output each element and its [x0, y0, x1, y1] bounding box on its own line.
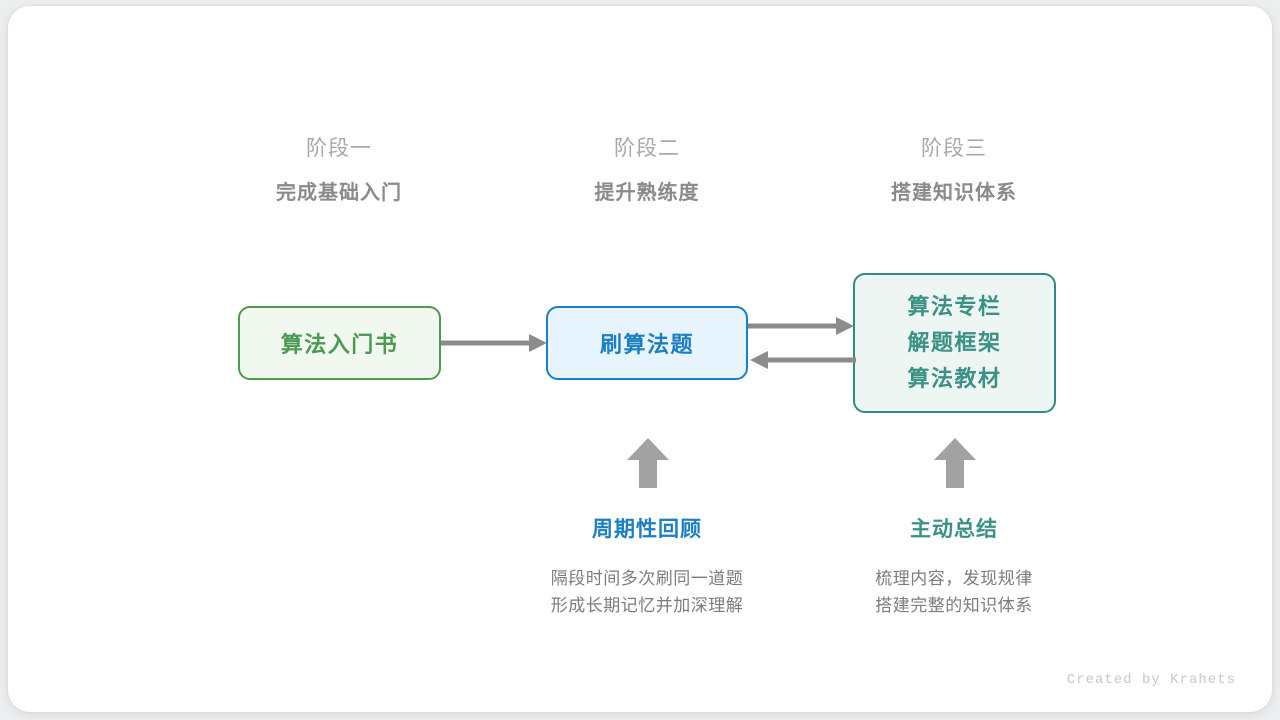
node-resources-line-1: 算法专栏 [907, 294, 1002, 319]
note-review-title: 周期性回顾 [592, 518, 702, 541]
arrow-resources-to-practice-icon [750, 351, 856, 369]
arrow-up-review-icon [627, 438, 669, 488]
stage-title-1: 完成基础入门 [276, 182, 402, 204]
note-active-summary: 主动总结 梳理内容，发现规律 搭建完整的知识体系 [804, 515, 1104, 619]
note-periodic-review: 周期性回顾 隔段时间多次刷同一道题 形成长期记忆并加深理解 [497, 515, 797, 619]
stage-number-1: 阶段一 [306, 137, 372, 160]
stage-title-3: 搭建知识体系 [891, 182, 1017, 204]
note-summary-description: 梳理内容，发现规律 搭建完整的知识体系 [804, 565, 1104, 619]
node-resources-line-2: 解题框架 [907, 330, 1002, 355]
arrow-up-summary-icon [934, 438, 976, 488]
note-review-description: 隔段时间多次刷同一道题 形成长期记忆并加深理解 [497, 565, 797, 619]
arrow-practice-to-resources-icon [748, 317, 854, 335]
node-practice-problems[interactable]: 刷算法题 [546, 306, 748, 380]
stage-header-2: 阶段二 提升熟练度 [517, 134, 777, 209]
credit-text: Created by Krahets [1066, 672, 1236, 688]
note-review-desc-line-2: 形成长期记忆并加深理解 [550, 596, 744, 615]
node-algorithm-intro-book[interactable]: 算法入门书 [238, 306, 441, 380]
stage-number-3: 阶段三 [921, 137, 987, 160]
node-practice-label: 刷算法题 [599, 332, 694, 357]
note-summary-desc-line-1: 梳理内容，发现规律 [875, 569, 1033, 588]
node-resources-line-3: 算法教材 [907, 366, 1002, 391]
diagram-card: 阶段一 完成基础入门 阶段二 提升熟练度 阶段三 搭建知识体系 算法入门书 刷算… [8, 6, 1272, 712]
note-review-desc-line-1: 隔段时间多次刷同一道题 [550, 569, 744, 588]
arrow-book-to-practice-icon [441, 334, 547, 352]
stage-number-2: 阶段二 [614, 137, 680, 160]
stage-header-1: 阶段一 完成基础入门 [209, 134, 469, 209]
note-summary-title: 主动总结 [910, 518, 998, 541]
stage-title-2: 提升熟练度 [594, 182, 700, 204]
stage-header-3: 阶段三 搭建知识体系 [824, 134, 1084, 209]
node-book-label: 算法入门书 [280, 332, 399, 357]
note-summary-desc-line-2: 搭建完整的知识体系 [875, 596, 1033, 615]
node-learning-resources[interactable]: 算法专栏 解题框架 算法教材 [853, 273, 1056, 413]
